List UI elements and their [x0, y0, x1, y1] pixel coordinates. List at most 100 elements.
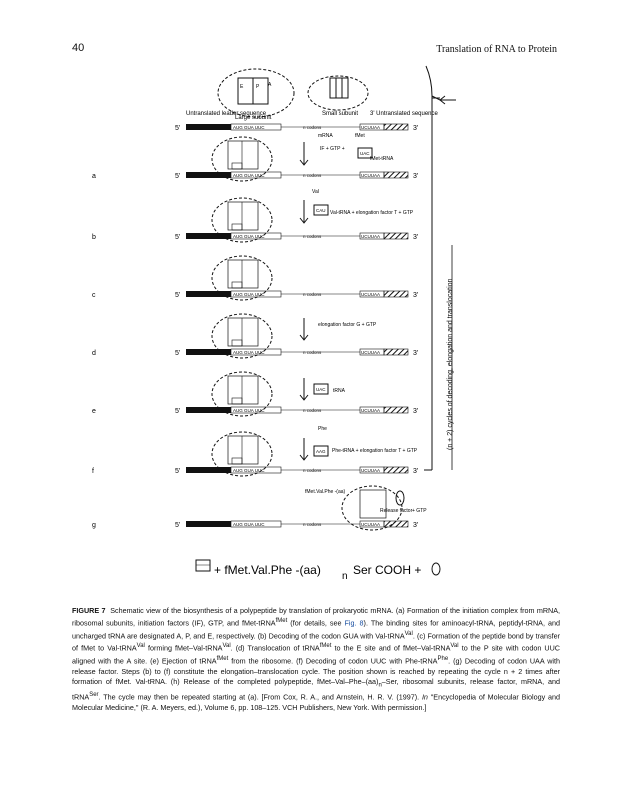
n-codons-label: n codons — [303, 468, 322, 473]
fmet-trna-label: fMet-tRNA — [370, 156, 394, 162]
ribosome-large-subunit — [211, 255, 273, 301]
three-prime-utr-bar — [383, 466, 409, 474]
row-letter-a: a — [92, 173, 96, 180]
n-codons-label: n codons — [303, 408, 322, 413]
codon-text: AUG GUA UUC — [233, 234, 265, 239]
figure-caption: FIGURE 7 Schematic view of the biosynthe… — [72, 606, 561, 713]
five-prime-label: 5' — [175, 173, 180, 180]
leader-sequence-bar — [186, 521, 231, 527]
svg-text:AAG: AAG — [316, 449, 326, 454]
site-P-label: P — [256, 84, 260, 90]
stop-codon-text: UCUUAA — [361, 350, 380, 355]
svg-text:CAU: CAU — [316, 208, 326, 213]
cycle-side-label: (n + 2) cycles of decoding, elongation a… — [447, 278, 454, 450]
three-prime-utr-bar — [383, 520, 409, 528]
leader-sequence-bar — [186, 124, 231, 130]
phe-label: Phe — [318, 426, 327, 432]
svg-text:UAC: UAC — [316, 387, 326, 392]
release-label: Release factor — [380, 508, 413, 514]
anticodon-box — [231, 162, 243, 170]
stop-codon-text: UCUUAA — [361, 468, 380, 473]
three-prime-utr-bar — [383, 348, 409, 356]
n-codons-label: n codons — [303, 234, 322, 239]
ef-g-label: elongation factor G + GTP — [318, 322, 377, 328]
anticodon-box — [231, 457, 243, 465]
stop-codon-text: UCUUAA — [361, 234, 380, 239]
three-prime-label: 3' — [413, 408, 418, 415]
caption-label: FIGURE 7 — [72, 606, 106, 615]
product-text: + fMet.Val.Phe -(aa) — [214, 563, 321, 577]
ribosome-release-complex — [341, 485, 403, 531]
anticodon-box — [231, 223, 243, 231]
product-subscript: n — [342, 571, 348, 582]
leader-sequence-bar — [186, 407, 231, 413]
fmet-label: fMet — [355, 133, 365, 139]
five-prime-label: 5' — [175, 125, 180, 132]
anticodon-box — [231, 281, 243, 289]
five-prime-label: 5' — [175, 292, 180, 299]
codon-text: AUG GUA UUC — [233, 408, 265, 413]
three-prime-label: 3' — [413, 234, 418, 241]
untranslated-right-label: 3' Untranslated sequence — [370, 111, 439, 117]
ribosome-large-subunit — [211, 313, 273, 359]
three-prime-utr-bar — [383, 123, 409, 131]
large-subunit-label: Large subunit — [235, 115, 272, 121]
leader-sequence-bar — [186, 233, 231, 239]
untranslated-left-label: Untranslated leader sequence — [186, 111, 267, 117]
if-gtp-label: IF + GTP + — [320, 146, 345, 152]
five-prime-label: 5' — [175, 350, 180, 357]
three-prime-utr-bar — [383, 406, 409, 414]
trna-sites — [227, 375, 259, 405]
leader-sequence-bar — [186, 349, 231, 355]
three-prime-utr-bar — [383, 232, 409, 240]
svg-text:UAC: UAC — [360, 151, 370, 156]
trna-sites — [227, 435, 259, 465]
three-prime-utr-bar — [383, 290, 409, 298]
product-tail: Ser COOH + — [353, 563, 421, 577]
n-codons-label: n codons — [303, 125, 322, 130]
row-letter-e: e — [92, 408, 96, 415]
codon-text: AUG GUA UUC — [233, 522, 265, 527]
fig-8-link[interactable]: Fig. 8 — [344, 618, 364, 628]
annotations: mRNA fMet IF + GTP + fMet-tRNA Val Val-t… — [299, 133, 427, 514]
three-prime-label: 3' — [413, 522, 418, 529]
val-label: Val — [312, 189, 319, 195]
five-prime-label: 5' — [175, 408, 180, 415]
stop-codon-text: UCUUAA — [361, 408, 380, 413]
three-prime-label: 3' — [413, 350, 418, 357]
site-A-label: A — [268, 82, 272, 88]
three-prime-label: 3' — [413, 292, 418, 299]
row-letter-g: g — [92, 522, 96, 529]
row-letter-d: d — [92, 350, 96, 357]
row-letter-b: b — [92, 234, 96, 241]
stop-codon-text: UCUUAA — [361, 292, 380, 297]
trna-sites — [227, 317, 259, 347]
anticodon-box — [231, 397, 243, 405]
three-prime-label: 3' — [413, 468, 418, 475]
leader-sequence-bar — [186, 172, 231, 178]
five-prime-label: 5' — [175, 234, 180, 241]
trna-sites — [227, 140, 259, 170]
five-prime-label: 5' — [175, 522, 180, 529]
trna-label: tRNA — [333, 388, 346, 394]
chain-label: fMet.Val.Phe -(aa) — [305, 489, 346, 495]
mrna-label: mRNA — [318, 133, 333, 139]
trna-sites — [227, 259, 259, 289]
three-prime-utr-bar — [383, 171, 409, 179]
five-prime-label: 5' — [175, 468, 180, 475]
row-letter-f: f — [92, 468, 94, 475]
plus-gtp-label: + GTP — [412, 508, 427, 514]
leader-sequence-bar — [186, 467, 231, 473]
page-number: 40 — [72, 42, 85, 54]
row-h: + fMet.Val.Phe -(aa) n Ser COOH + — [195, 559, 441, 582]
anticodon-box — [231, 339, 243, 347]
ribosome-large-subunit — [211, 431, 273, 477]
ribosome-large-subunit — [211, 371, 273, 417]
three-prime-label: 3' — [413, 125, 418, 132]
stop-codon-text: UCUUAA — [361, 125, 380, 130]
phe-trna-label: Phe-tRNA + elongation factor T + GTP — [332, 448, 418, 454]
codon-text: AUG GUA UUC — [233, 292, 265, 297]
codon-text: AUG GUA UUC — [233, 350, 265, 355]
trna-sites — [227, 201, 259, 231]
